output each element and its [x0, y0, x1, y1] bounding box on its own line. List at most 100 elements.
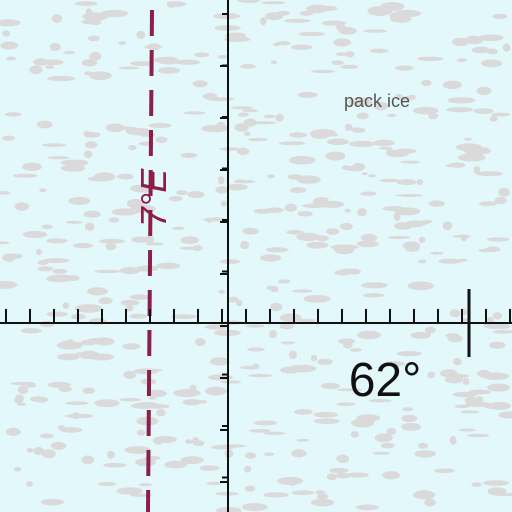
ice-speck [281, 341, 296, 345]
ice-speck [396, 351, 422, 357]
ice-speck [145, 242, 164, 246]
ice-speck [253, 208, 271, 214]
ice-speck [180, 152, 198, 159]
ice-speck [310, 354, 318, 362]
ice-speck [98, 238, 126, 244]
ice-speck [337, 338, 356, 345]
ice-speck [136, 30, 146, 39]
ice-speck [240, 240, 250, 250]
ice-speck [218, 289, 225, 294]
ice-speck [230, 106, 253, 110]
ice-speck [263, 431, 285, 436]
ice-speck [185, 439, 193, 445]
ice-speck [130, 294, 150, 300]
ice-speck [170, 314, 198, 319]
ice-speck [260, 254, 282, 262]
ice-speck [428, 112, 439, 120]
ice-speck [290, 187, 307, 194]
ice-speck [52, 268, 68, 274]
ice-speck [412, 490, 436, 500]
ice-speck [13, 397, 24, 404]
ice-speck [137, 429, 146, 436]
ice-speck [251, 121, 277, 125]
ice-speck [85, 141, 98, 149]
ice-speck [380, 442, 395, 449]
ice-speck [147, 396, 157, 400]
ice-speck [291, 44, 313, 50]
ice-speck [33, 446, 45, 456]
ice-speck [407, 281, 434, 291]
ice-speck [217, 55, 228, 59]
ice-speck [502, 43, 511, 52]
ice-speck [240, 64, 256, 69]
ice-speck [219, 259, 240, 264]
ice-speck [12, 173, 38, 178]
ice-speck [253, 420, 278, 426]
ice-speck [275, 113, 284, 122]
ice-speck [22, 230, 48, 239]
ice-speck [289, 479, 297, 487]
ice-speck [348, 97, 373, 106]
ice-speck [270, 302, 283, 312]
ice-speck [471, 46, 490, 54]
ice-speck [166, 1, 176, 8]
ice-speck [463, 146, 491, 155]
ice-speck [486, 48, 499, 55]
ice-speck [471, 482, 482, 487]
ice-speck [82, 12, 109, 21]
ice-speck [105, 242, 117, 251]
ice-speck [187, 191, 205, 199]
ice-speck [447, 335, 463, 343]
ice-speck [462, 378, 470, 385]
ice-speck [414, 450, 437, 458]
ice-speck [489, 115, 498, 122]
ice-speck [83, 150, 93, 159]
ice-speck [320, 382, 340, 390]
ice-speck [449, 309, 461, 318]
ice-speck [88, 71, 112, 81]
ice-speck [89, 51, 102, 61]
ice-speck [148, 122, 172, 129]
ice-speck [361, 172, 368, 176]
ice-speck [498, 411, 512, 419]
ice-speck [97, 481, 117, 487]
ice-speck [87, 287, 108, 296]
ice-speck [217, 176, 225, 185]
ice-speck [447, 97, 476, 104]
ice-speck [83, 130, 91, 138]
ice-speck [458, 153, 486, 162]
ice-speck [20, 327, 42, 334]
ice-speck [418, 259, 427, 264]
ice-speck [125, 305, 134, 312]
ice-speck [41, 59, 64, 66]
ice-speck [330, 244, 359, 250]
ice-speck [103, 462, 127, 468]
ice-speck [128, 145, 137, 151]
ice-speck [442, 221, 453, 231]
ice-speck [492, 312, 503, 320]
ice-speck [41, 449, 56, 459]
ice-speck [382, 471, 401, 480]
ice-speck [63, 50, 75, 55]
ice-speck [390, 15, 412, 23]
ice-speck [260, 17, 267, 26]
ice-speck [173, 389, 201, 398]
ice-speck [362, 293, 385, 298]
ice-speck [309, 129, 337, 138]
ice-speck [42, 258, 70, 264]
ice-speck [337, 388, 363, 392]
ice-speck [344, 208, 351, 213]
ice-speck [216, 121, 226, 127]
isogonic-line [146, 9, 154, 512]
ice-speck [157, 67, 181, 74]
ice-speck [192, 80, 208, 88]
ice-speck [289, 350, 297, 360]
ice-speck [122, 343, 141, 350]
ice-speck [247, 347, 266, 352]
ice-speck [360, 233, 378, 242]
ice-speck [39, 188, 47, 193]
ice-speck [65, 339, 75, 348]
ice-speck [418, 236, 426, 244]
ice-speck [62, 302, 69, 309]
ice-speck [369, 11, 383, 16]
